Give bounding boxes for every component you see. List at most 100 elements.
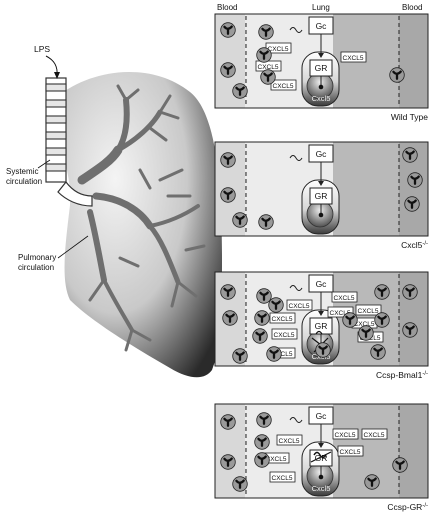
cxcl5-protein (270, 79, 297, 91)
panel-title-main: Ccsp-GR (387, 502, 422, 512)
gc-arrow-head (318, 443, 324, 448)
cxcl5-protein (271, 328, 298, 340)
header-blood-left: Blood (217, 3, 237, 12)
neutrophil-icon (254, 310, 270, 326)
panel-border (214, 13, 429, 109)
neutrophil-icon (374, 312, 390, 328)
neutrophil-icon (402, 322, 418, 338)
gc-squiggle (289, 417, 303, 423)
neutrophil-icon (258, 214, 274, 230)
lps-arrow: LPS (34, 44, 60, 79)
cxcl5-protein-label: CXCL5 (272, 316, 293, 323)
panel-title-superscript: -/- (422, 371, 428, 377)
cxcl5-protein (327, 306, 354, 318)
panel-title-main: Ccsp-Bmal1 (376, 370, 423, 380)
panel-title-main: Wild Type (391, 112, 428, 122)
cxcl5-protein-label: CXCL5 (358, 308, 379, 315)
cxcl5-protein (355, 304, 382, 316)
neutrophil-icon (220, 152, 236, 168)
lung-illustration: LPS Systemic circulation Pulmonary circu… (6, 44, 222, 378)
neutrophil-icon (256, 412, 272, 428)
neutrophil-icon (402, 147, 418, 163)
neutrophil-icon (220, 22, 236, 38)
gr-label: GR (315, 191, 328, 201)
cxcl5-protein-label: CXCL5 (258, 64, 279, 71)
lps-label: LPS (34, 44, 50, 54)
neutrophil-icon (232, 83, 248, 99)
bmal1-mark (315, 330, 323, 335)
lung-lobe (58, 71, 222, 378)
lung-right-area (333, 142, 399, 236)
neutrophil-icon (232, 348, 248, 364)
neutrophil-icon (266, 346, 282, 362)
panel-title: Ccsp-Bmal1-/- (376, 370, 428, 380)
neutrophil-icon (220, 187, 236, 203)
neutrophil-icon (220, 414, 236, 430)
neutrophil-icon (222, 310, 238, 326)
cxcl5-gene-label: Cxcl5 (312, 484, 331, 493)
gr-label: GR (315, 321, 328, 331)
gr-label: GR (315, 453, 328, 463)
cxcl5-protein-label: CXCL5 (272, 351, 293, 358)
cxcl5-protein-label: CXCL5 (274, 332, 295, 339)
panel-title: Cxcl5-/- (401, 240, 428, 250)
panel-title-superscript: -/- (422, 241, 428, 247)
bronchial-tree (77, 84, 206, 352)
neutrophil-icon (404, 196, 420, 212)
header-lung: Lung (312, 3, 330, 12)
cxcl5-protein-label: CXCL5 (340, 449, 361, 456)
neutrophil-icon (256, 288, 272, 304)
neutrophil-icon (254, 452, 270, 468)
pulmonary-label-line1: Pulmonary (18, 253, 56, 262)
neutrophil-icon (220, 454, 236, 470)
cxcl5-protein (331, 291, 358, 303)
gc-squiggle (289, 27, 303, 33)
panel-title: Wild Type (391, 112, 428, 122)
cxcl5-protein-label: CXCL5 (268, 46, 289, 53)
neutrophil-icon (220, 284, 236, 300)
systemic-label-line2: circulation (6, 177, 42, 186)
cxcl5-protein-label: CXCL5 (273, 83, 294, 90)
panel-border (214, 141, 429, 237)
neutrophil-icon (358, 325, 374, 341)
column-headers: Blood Lung Blood (217, 3, 422, 12)
neutrophil-icon (258, 24, 274, 40)
neutrophil-icon (407, 172, 423, 188)
gc-label: Gc (316, 411, 328, 421)
neutrophil-icon (402, 284, 418, 300)
neutrophil-icon (315, 342, 331, 358)
gene-locus (318, 474, 324, 480)
cxcl5-protein-label: CXCL5 (266, 456, 287, 463)
cxcl5-gene-label: Cxcl5 (312, 94, 331, 103)
gc-arrow-head (318, 181, 324, 186)
gc-label: Gc (316, 149, 328, 159)
cxcl5-protein (269, 471, 296, 483)
panel-3: GcGRCxcl5CXCL5CXCL5CXCL5CXCL5CXCL5CXCL5C… (214, 271, 429, 380)
neutrophil-icon (374, 284, 390, 300)
cxcl5-protein-label: CXCL5 (289, 303, 310, 310)
trachea (45, 77, 93, 207)
gr-deletion-slash (310, 451, 332, 463)
cxcl5-protein (332, 428, 359, 440)
cxcl5-protein-label: CXCL5 (272, 475, 293, 482)
neutrophil-icon (370, 344, 386, 360)
cxcl5-protein (286, 299, 313, 311)
neutrophil-icon (364, 474, 380, 490)
gene-locus (318, 84, 324, 90)
gr-deletion-mark (313, 451, 327, 459)
panel-title-superscript: -/- (422, 503, 428, 509)
cxcl5-protein-label: CXCL5 (279, 438, 300, 445)
gene-locus (318, 212, 324, 218)
gc-squiggle (289, 285, 303, 291)
panel-border (214, 271, 429, 367)
cxcl5-protein-label: CXCL5 (364, 432, 385, 439)
gc-arrow-head (318, 311, 324, 316)
gr-label: GR (315, 63, 328, 73)
systemic-callout: Systemic circulation (6, 159, 51, 186)
cxcl5-protein (361, 428, 388, 440)
neutrophil-icon (232, 476, 248, 492)
pulmonary-callout: Pulmonary circulation (18, 235, 89, 272)
